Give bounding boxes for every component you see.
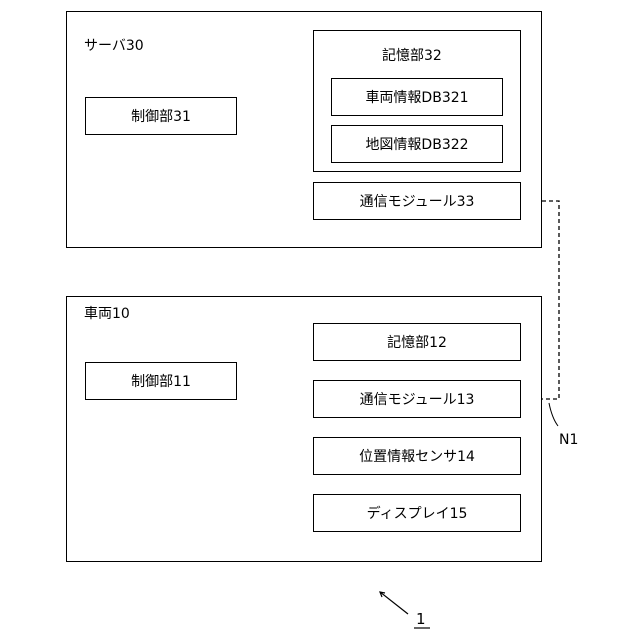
network-label: N1 xyxy=(559,433,578,447)
map-db-box: 地図情報DB322 xyxy=(331,125,503,163)
network-leader xyxy=(549,403,558,426)
system-label: 1 xyxy=(416,612,426,627)
system-ref-arrow xyxy=(380,592,408,614)
vehicle-comm-module-box: 通信モジュール13 xyxy=(313,380,521,418)
position-sensor-box: 位置情報センサ14 xyxy=(313,437,521,475)
vehicle-storage-box: 記憶部12 xyxy=(313,323,521,361)
server-title: サーバ30 xyxy=(84,39,144,53)
server-comm-module-box: 通信モジュール33 xyxy=(313,182,521,220)
vehicle-db-box: 車両情報DB321 xyxy=(331,78,503,116)
server-control-box: 制御部31 xyxy=(85,97,237,135)
server-storage-title: 記憶部32 xyxy=(382,49,442,63)
display-box: ディスプレイ15 xyxy=(313,494,521,532)
vehicle-control-box: 制御部11 xyxy=(85,362,237,400)
vehicle-title: 車両10 xyxy=(84,307,130,321)
